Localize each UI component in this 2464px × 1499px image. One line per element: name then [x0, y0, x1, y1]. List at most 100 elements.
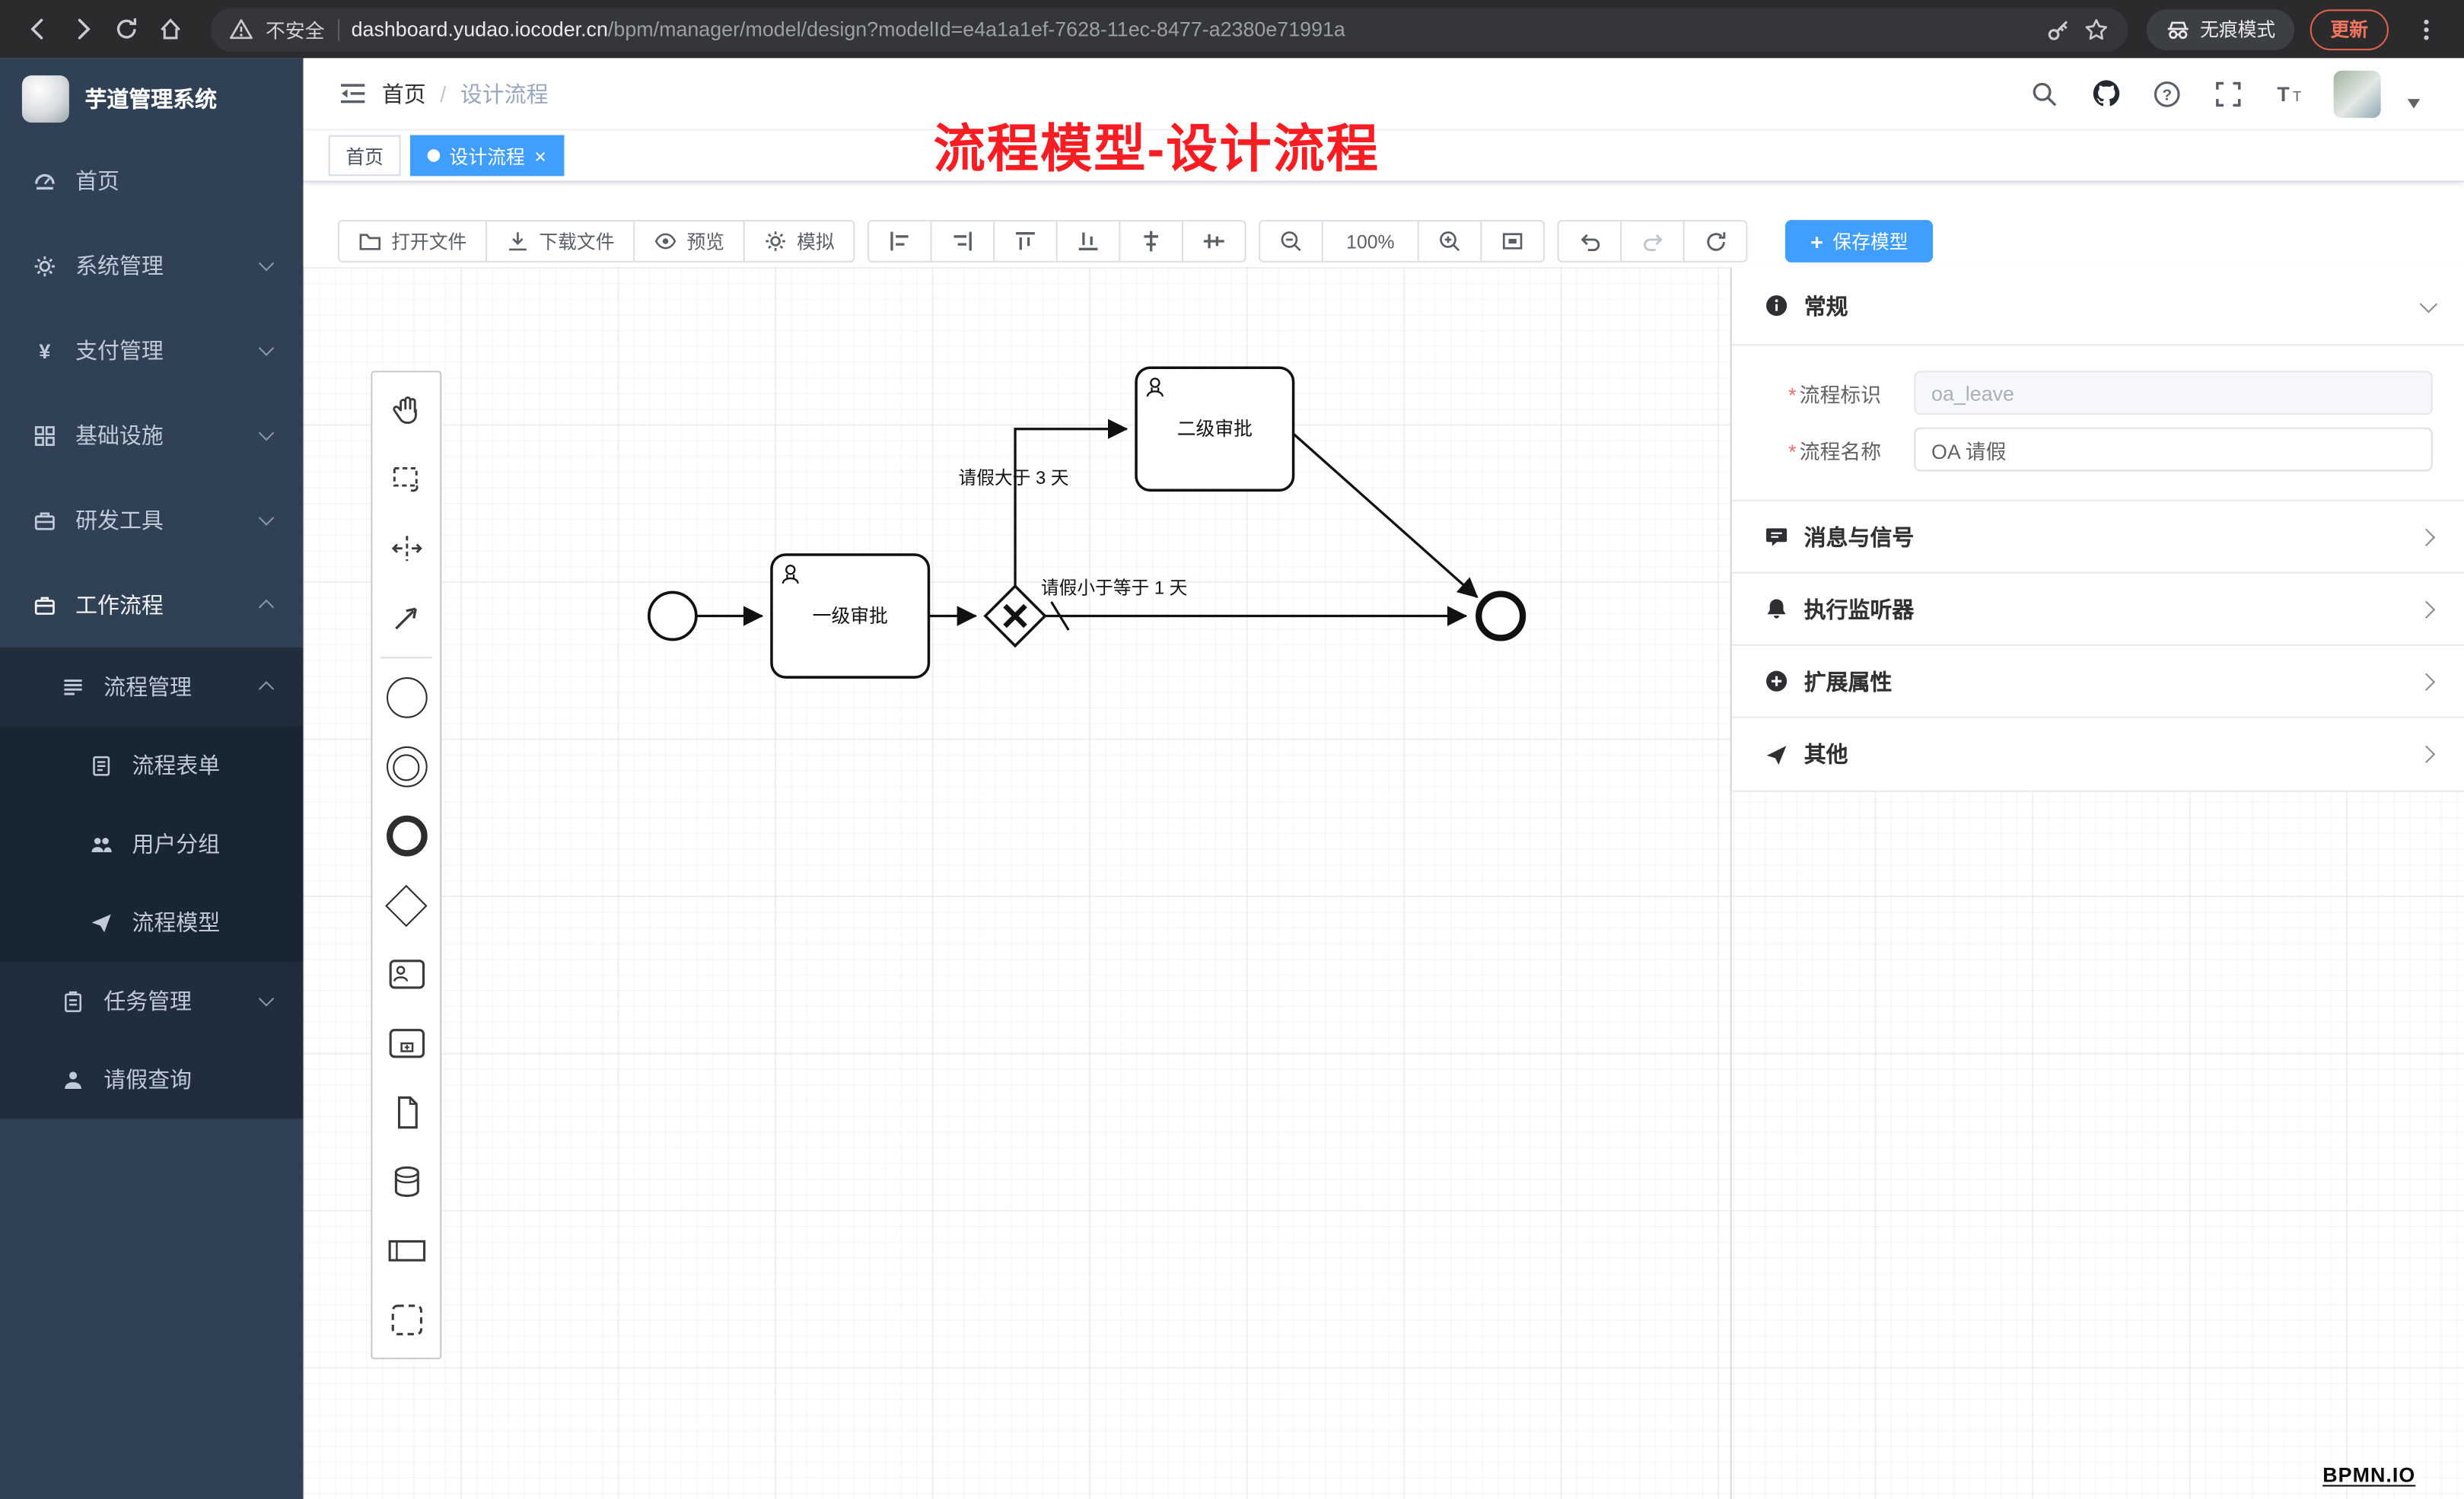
save-model-button[interactable]: + 保存模型	[1785, 220, 1934, 263]
align-center-horizontal-icon[interactable]	[1119, 220, 1184, 263]
create-start-event[interactable]	[372, 663, 440, 732]
undo-icon[interactable]	[1557, 220, 1622, 263]
chevron-down-icon	[258, 425, 275, 441]
download-icon	[509, 232, 527, 251]
key-icon[interactable]	[2046, 17, 2071, 42]
align-right-icon[interactable]	[930, 220, 995, 263]
search-icon[interactable]	[2027, 76, 2061, 110]
zoom-in-icon[interactable]	[1417, 220, 1482, 263]
align-center-vertical-icon[interactable]	[1182, 220, 1246, 263]
lasso-tool[interactable]	[372, 444, 440, 514]
redo-icon[interactable]	[1620, 220, 1685, 263]
sidebar-item-home[interactable]: 首页	[0, 138, 304, 224]
simulate-button[interactable]: 模拟	[743, 220, 855, 263]
security-label: 不安全	[266, 20, 325, 43]
zoom-out-icon[interactable]	[1259, 220, 1323, 263]
align-bottom-icon[interactable]	[1055, 220, 1121, 263]
collapse-sidebar-icon[interactable]	[325, 67, 378, 120]
space-tool[interactable]	[372, 514, 440, 583]
comment-icon	[1763, 524, 1788, 549]
sidebar-item-label: 流程管理	[103, 673, 192, 699]
avatar-caret-icon[interactable]	[2407, 98, 2421, 108]
user-avatar[interactable]	[2333, 69, 2381, 117]
align-left-icon[interactable]	[867, 220, 932, 263]
tab-design-process[interactable]: 设计流程 ×	[410, 135, 564, 177]
address-bar[interactable]: 不安全 dashboard.yudao.iocoder.cn/bpm/manag…	[210, 7, 2128, 52]
sidebar-item-payment[interactable]: ¥ 支付管理	[0, 308, 304, 393]
forward-button[interactable]	[59, 7, 103, 51]
flow-gateway-to-task2[interactable]	[1014, 419, 1129, 587]
reload-button[interactable]	[103, 7, 148, 51]
help-icon[interactable]: ?	[2150, 76, 2184, 110]
history-button-group	[1557, 220, 1748, 263]
section-extended-attributes[interactable]: 扩展属性	[1731, 646, 2464, 718]
fullscreen-icon[interactable]	[2211, 76, 2246, 110]
create-data-store[interactable]	[372, 1147, 440, 1217]
create-group[interactable]	[372, 1285, 440, 1354]
sidebar-item-label: 系统管理	[75, 253, 164, 278]
zoom-button-group: 100%	[1259, 220, 1546, 263]
start-event[interactable]	[648, 590, 698, 641]
bpmn-canvas[interactable]: 一级审批 二级审批 请假大于 3 天 请假小于等于 1 天	[303, 267, 2464, 1499]
briefcase-icon	[31, 593, 56, 618]
task-level1[interactable]	[770, 553, 931, 679]
sidebar-item-infrastructure[interactable]: 基础设施	[0, 393, 304, 478]
chrome-right-cluster: 无痕模式 更新	[2146, 7, 2449, 51]
section-other[interactable]: 其他	[1732, 718, 2464, 791]
tab-home[interactable]: 首页	[328, 135, 401, 177]
sidebar-item-devtools[interactable]: 研发工具	[0, 478, 304, 563]
zoom-reset-icon[interactable]	[1480, 220, 1546, 263]
flow-task2-to-end[interactable]	[1292, 432, 1479, 598]
home-button[interactable]	[148, 7, 192, 51]
task-level2[interactable]	[1135, 366, 1295, 492]
create-end-event[interactable]	[372, 801, 440, 870]
align-top-icon[interactable]	[993, 220, 1058, 263]
create-task[interactable]	[372, 1078, 440, 1147]
create-intermediate-event[interactable]	[372, 732, 440, 801]
section-execution-listeners[interactable]: 执行监听器	[1731, 574, 2464, 646]
sidebar-item-system[interactable]: 系统管理	[0, 223, 304, 308]
open-file-button[interactable]: 打开文件	[337, 220, 488, 263]
back-button[interactable]	[16, 7, 60, 51]
incognito-badge: 无痕模式	[2146, 8, 2295, 50]
process-name-input[interactable]	[1914, 427, 2433, 472]
create-gateway[interactable]	[372, 870, 440, 940]
preview-button[interactable]: 预览	[633, 220, 745, 263]
sidebar-item-process-model[interactable]: 流程模型	[0, 883, 304, 962]
create-subprocess[interactable]	[372, 1009, 440, 1078]
github-icon[interactable]	[2089, 76, 2123, 110]
app-logo: 芋道管理系统	[0, 58, 304, 138]
sidebar-item-label: 研发工具	[75, 508, 164, 533]
menu-dots-icon[interactable]	[2405, 7, 2449, 51]
end-event[interactable]	[1476, 590, 1526, 641]
sidebar-item-task-management[interactable]: 任务管理	[0, 962, 304, 1040]
sidebar-item-process-management[interactable]: 流程管理	[0, 648, 304, 726]
download-file-button[interactable]: 下载文件	[485, 220, 635, 263]
sidebar-item-user-groups[interactable]: 用户分组	[0, 804, 304, 883]
user-task-icon	[782, 565, 799, 584]
breadcrumb-home[interactable]: 首页	[381, 81, 426, 107]
bookmark-star-icon[interactable]	[2084, 17, 2109, 42]
sidebar-item-leave-query[interactable]: 请假查询	[0, 1040, 304, 1119]
section-general[interactable]: 常规	[1731, 267, 2464, 346]
global-connect-tool[interactable]	[372, 583, 440, 652]
chevron-up-icon	[258, 599, 275, 616]
breadcrumb: 首页 / 设计流程	[382, 78, 549, 109]
section-messages-signals[interactable]: 消息与信号	[1731, 501, 2464, 574]
close-tab-icon[interactable]: ×	[534, 143, 546, 167]
update-button[interactable]: 更新	[2310, 8, 2389, 50]
condition-label-gt3[interactable]: 请假大于 3 天	[958, 468, 1068, 489]
sidebar-item-process-form[interactable]: 流程表单	[0, 726, 304, 804]
condition-label-lte1[interactable]: 请假小于等于 1 天	[1041, 578, 1188, 599]
create-participant-pool[interactable]	[372, 1216, 440, 1285]
zoom-level[interactable]: 100%	[1321, 220, 1419, 263]
create-user-task[interactable]	[372, 940, 440, 1009]
hand-tool[interactable]	[372, 376, 440, 445]
sidebar-item-workflow[interactable]: 工作流程	[0, 562, 304, 648]
refresh-icon[interactable]	[1682, 220, 1748, 263]
active-tab-dot	[427, 149, 441, 162]
bpmn-io-watermark[interactable]: BPMN.IO	[2322, 1462, 2416, 1487]
